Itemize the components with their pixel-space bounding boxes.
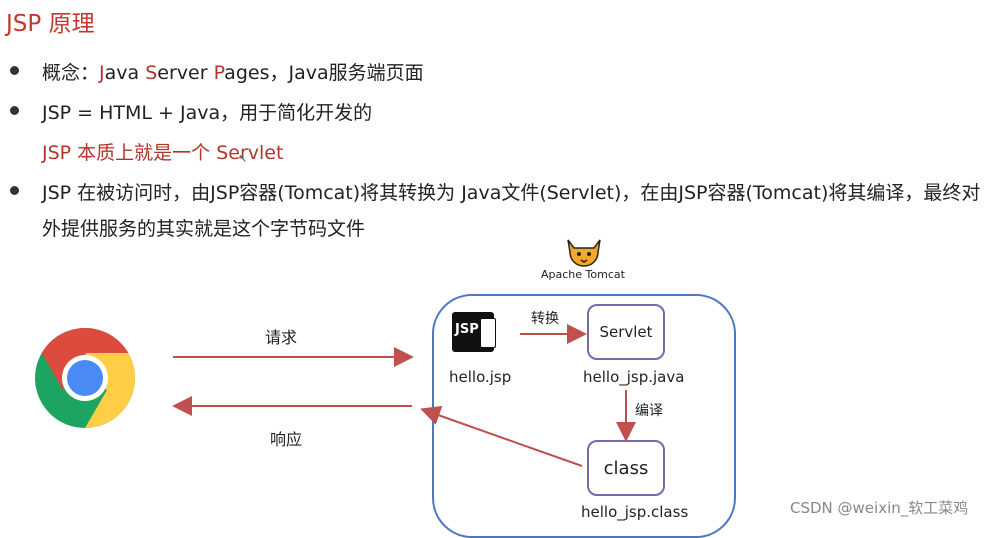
text-ages: ages，Java服务端页面 <box>224 62 424 84</box>
bullet-jsp-equals: JSP = HTML + Java，用于简化开发的 <box>42 102 373 124</box>
letter-s: S <box>145 62 158 84</box>
servlet-box-label: Servlet <box>599 323 653 341</box>
letter-p: P <box>213 62 225 84</box>
diagram-arrows <box>172 324 636 467</box>
jsp-icon-text: JSP <box>455 322 479 337</box>
compile-label: 编译 <box>635 403 663 419</box>
concept-prefix: 概念： <box>42 62 100 84</box>
request-label: 请求 <box>265 328 298 347</box>
hello-jsp-label: hello.jsp <box>449 368 512 386</box>
chrome-browser-icon <box>35 328 135 428</box>
response-label: 响应 <box>270 430 303 449</box>
hello-jsp-class-label: hello_jsp.class <box>581 503 689 521</box>
bullet-dot <box>10 66 19 75</box>
tomcat-label: Apache Tomcat <box>541 268 625 281</box>
mouse-cursor-icon: ↖ <box>238 152 248 165</box>
bullet-access-line2: 外提供服务的其实就是这个字节码文件 <box>42 218 366 240</box>
bullet-concept: 概念：Java Server Pages，Java服务端页面 <box>42 58 424 85</box>
class-box: class <box>587 440 665 496</box>
convert-label: 转换 <box>531 311 559 327</box>
jsp-essence-note: JSP 本质上就是一个 Servlet <box>42 142 284 164</box>
bullet-access-line1: JSP 在被访问时，由JSP容器(Tomcat)将其转换为 Java文件(Ser… <box>42 182 981 204</box>
servlet-box: Servlet <box>587 304 665 360</box>
tomcat-logo-icon <box>567 239 601 267</box>
text-erver: erver <box>157 62 214 84</box>
class-to-response-arrow <box>420 405 583 467</box>
bullet-dot <box>10 106 19 115</box>
hello-jsp-java-label: hello_jsp.java <box>583 368 685 386</box>
class-box-label: class <box>603 457 649 479</box>
watermark: CSDN @weixin_软工菜鸡 <box>790 499 969 517</box>
bullet-dot <box>10 186 19 195</box>
jsp-file-icon: JSP <box>452 312 496 352</box>
letter-j: J <box>99 62 105 84</box>
text-ava: ava <box>104 62 146 84</box>
page-title: JSP 原理 <box>6 11 95 37</box>
